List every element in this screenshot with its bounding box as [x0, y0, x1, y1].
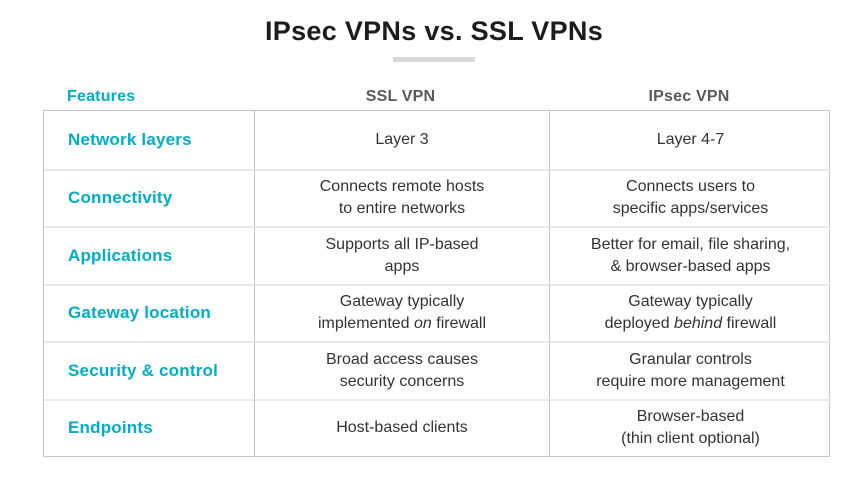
cell-line: specific apps/services — [612, 200, 769, 218]
ssl-vpn-cell: Host-based clients — [254, 398, 549, 456]
feature-label: Network layers — [68, 129, 192, 149]
feature-label: Gateway location — [68, 303, 212, 323]
cell-line: Broad access causes — [325, 350, 479, 368]
cell-line: (thin client optional) — [621, 430, 760, 448]
ipsec-vpn-cell: Better for email, file sharing, & browse… — [549, 226, 831, 284]
ssl-vpn-cell: Broad access causes security concerns — [254, 341, 549, 399]
cell-line: Granular controls — [629, 350, 752, 368]
feature-label: Connectivity — [68, 188, 173, 208]
feature-cell: Connectivity — [44, 168, 254, 227]
ssl-vpn-cell: Layer 3 — [254, 111, 549, 169]
cell-text-segment: firewall — [431, 315, 487, 333]
feature-label: Security & control — [68, 360, 219, 380]
cell-line: Supports all IP-based — [325, 235, 479, 253]
cell-text-segment: deployed — [604, 315, 675, 333]
cell-line: Layer 3 — [375, 130, 429, 148]
cell-text-italic: behind — [674, 315, 723, 333]
cell-text-italic: on — [414, 315, 432, 333]
feature-cell: Endpoints — [44, 398, 254, 457]
cell-line: security concerns — [339, 372, 465, 390]
column-header-features: Features — [67, 88, 136, 105]
ipsec-vpn-cell: Layer 4-7 — [549, 111, 831, 169]
cell-line: Gateway typically — [339, 293, 465, 311]
cell-line: to entire networks — [338, 200, 466, 218]
cell-text-segment: firewall — [722, 315, 777, 333]
cell-line: Better for email, file sharing, — [590, 235, 791, 253]
ssl-vpn-cell: Gateway typically implemented on firewal… — [254, 283, 549, 341]
cell-line: Connects users to — [626, 178, 755, 196]
feature-label: Endpoints — [68, 418, 153, 438]
feature-label: Applications — [68, 245, 173, 265]
column-header-ipsec-vpn: IPsec VPN — [648, 88, 730, 105]
feature-cell: Applications — [44, 226, 254, 284]
cell-line: Host-based clients — [336, 419, 468, 437]
ipsec-vpn-cell: Browser-based (thin client optional) — [549, 398, 831, 456]
ipsec-vpn-cell: Gateway typically deployed behind firewa… — [549, 283, 831, 341]
cell-line: & browser-based apps — [610, 257, 771, 275]
cell-line: deployed behind firewall — [605, 313, 777, 335]
comparison-table: Network layers Layer 3 Layer 4-7 Connect… — [43, 110, 831, 457]
feature-cell: Gateway location — [44, 283, 254, 342]
ipsec-vpn-cell: Connects users to specific apps/services — [549, 168, 831, 226]
cell-text-segment: implemented — [317, 315, 414, 333]
page-title: IPsec VPNs vs. SSL VPNs — [264, 16, 604, 46]
ssl-vpn-cell: Supports all IP-based apps — [254, 226, 549, 284]
cell-line: apps — [384, 257, 420, 275]
ipsec-vpn-cell: Granular controls require more managemen… — [549, 341, 831, 399]
cell-line: Layer 4-7 — [656, 130, 725, 148]
feature-cell: Network layers — [44, 111, 254, 169]
ssl-vpn-cell: Connects remote hosts to entire networks — [254, 168, 549, 226]
cell-line: require more management — [596, 372, 785, 390]
feature-cell: Security & control — [44, 341, 254, 399]
cell-line: Gateway typically — [628, 293, 753, 311]
cell-line: Connects remote hosts — [319, 178, 485, 196]
title-divider — [393, 57, 475, 62]
column-header-ssl-vpn: SSL VPN — [365, 88, 436, 105]
column-header-row: Features SSL VPN IPsec VPN — [43, 84, 830, 110]
cell-line: Browser-based — [636, 408, 745, 426]
cell-line: implemented on firewall — [318, 313, 486, 335]
